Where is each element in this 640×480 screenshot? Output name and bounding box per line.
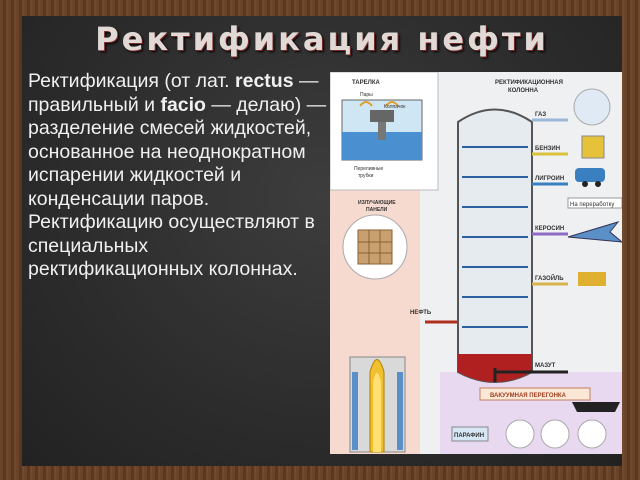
product-gasoline: БЕНЗИН	[535, 146, 560, 152]
oil-label: НЕФТЬ	[410, 310, 432, 316]
product-fuel-oil: МАЗУТ	[535, 363, 556, 369]
column-label-1: РЕКТИФИКАЦИОННАЯ	[495, 80, 563, 86]
diagram-svg: ТАРЕЛКА Пары Колпачок Переливные трубки …	[330, 72, 622, 454]
paraffin-label: ПАРАФИН	[454, 433, 484, 439]
vacuum-label: ВАКУУМНАЯ ПЕРЕГОНКА	[490, 393, 567, 399]
vapors-label: Пары	[360, 92, 373, 98]
paragraph-part1: Ректификация (от лат.	[28, 70, 236, 92]
product-kerosene: КЕРОСИН	[535, 226, 564, 232]
definition-paragraph: Ректификация (от лат. rectus — правильны…	[28, 70, 328, 282]
word-rectus: rectus	[235, 70, 294, 92]
tray-label: ТАРЕЛКА	[352, 80, 380, 86]
refining-label: На переработку	[570, 202, 614, 208]
overflow-label-2: трубки	[358, 173, 374, 179]
distillation-diagram: ТАРЕЛКА Пары Колпачок Переливные трубки …	[330, 72, 622, 454]
panels-label-1: ИЗЛУЧАЮЩИЕ	[358, 200, 396, 206]
product-gas: ГАЗ	[535, 112, 546, 118]
product-gasoil: ГАЗОЙЛЬ	[535, 274, 564, 282]
slide-title: Ректификация нефти	[95, 20, 549, 58]
chalkboard-slide: Ректификация нефти Ректификация (от лат.…	[22, 16, 622, 466]
cap-label: Колпачок	[384, 104, 406, 110]
paragraph-part2: — правильный и	[28, 70, 319, 116]
column-label-2: КОЛОННА	[508, 88, 539, 94]
paragraph-part3: — делаю) — разделение смесей жидкостей, …	[28, 93, 327, 281]
panels-label-2: ПАНЕЛИ	[366, 207, 388, 213]
product-ligroin: ЛИГРОИН	[535, 176, 564, 182]
word-facio: facio	[160, 93, 206, 116]
overflow-label-1: Переливные	[354, 166, 383, 172]
